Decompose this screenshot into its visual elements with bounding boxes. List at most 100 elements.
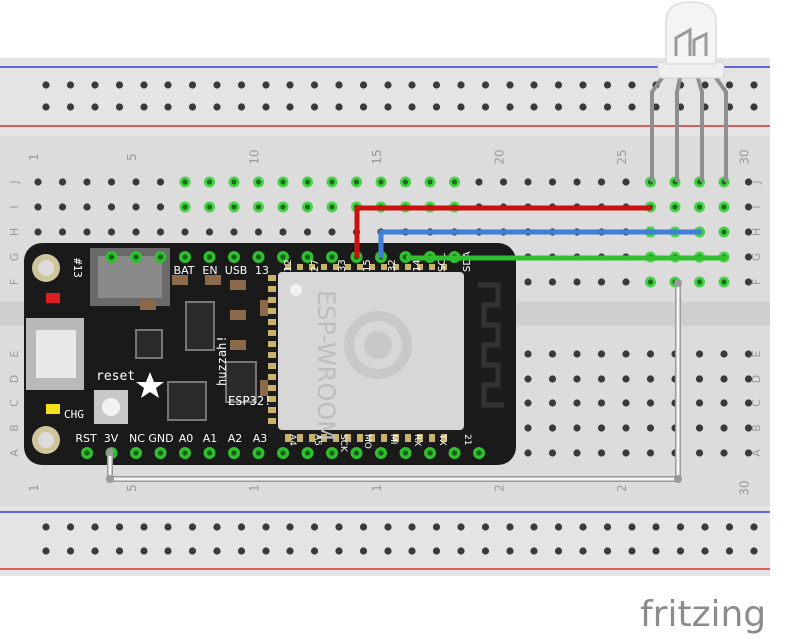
hole	[524, 399, 532, 407]
rail-hole	[408, 547, 416, 555]
hole	[524, 278, 532, 286]
rail-hole	[750, 547, 758, 555]
hole	[132, 228, 140, 236]
red-wire	[354, 205, 652, 258]
hole	[744, 350, 753, 358]
module-pad	[393, 264, 399, 270]
hole	[230, 228, 238, 236]
wires	[106, 205, 726, 483]
red-led-13	[46, 293, 60, 303]
rail-hole	[750, 81, 758, 89]
hole	[695, 375, 704, 383]
hole	[646, 350, 655, 358]
hole	[573, 350, 581, 358]
module-pad	[268, 330, 276, 336]
rail-hole	[164, 81, 172, 89]
module-pad	[268, 297, 276, 303]
hole	[156, 203, 165, 211]
hole	[695, 399, 704, 407]
hole	[597, 350, 606, 358]
bottom-pin-label: A1	[203, 432, 218, 445]
rail-hole	[91, 103, 99, 111]
top-pin-label: 13	[255, 264, 269, 277]
rail-hole	[237, 547, 246, 555]
rail-hole	[42, 547, 50, 555]
top-pin-label: USB	[225, 264, 248, 277]
column-number: 10	[248, 149, 262, 164]
row-letter: I	[8, 205, 21, 208]
module-pad	[429, 264, 435, 270]
rail-hole	[603, 547, 612, 555]
rail-hole	[701, 81, 709, 89]
row-letter: J	[750, 180, 763, 184]
rail-hole	[237, 103, 246, 111]
module-pad	[297, 264, 303, 270]
module-pad	[268, 352, 276, 358]
rail-hole	[579, 103, 587, 111]
hole	[744, 228, 753, 236]
rail-hole	[115, 81, 124, 89]
hole	[573, 375, 581, 383]
rail-hole	[335, 103, 343, 111]
hole	[695, 350, 704, 358]
rail-hole	[725, 547, 734, 555]
chg-label: CHG	[64, 408, 84, 421]
rail-hole	[628, 81, 636, 89]
rail-hole	[457, 81, 465, 89]
blue-wire	[378, 229, 702, 258]
hole	[720, 424, 728, 432]
rail-hole	[262, 523, 270, 531]
hole	[548, 375, 557, 383]
hole	[83, 228, 91, 236]
column-number-bottom: 5	[125, 484, 139, 492]
reset-label: reset	[96, 369, 135, 384]
rail-hole	[42, 81, 50, 89]
white-wire-core	[108, 283, 680, 481]
module-pad	[285, 264, 291, 270]
module-pad	[345, 434, 351, 442]
rail-hole	[188, 81, 197, 89]
row-letter: J	[8, 180, 21, 184]
hole	[475, 178, 483, 186]
rail-hole	[140, 523, 148, 531]
hole	[597, 375, 606, 383]
rail-hole	[384, 103, 392, 111]
top-pin-label: 14	[412, 259, 423, 272]
hole	[573, 424, 581, 432]
row-letter: F	[8, 279, 21, 285]
rail-hole	[359, 523, 368, 531]
rail-hole	[310, 547, 319, 555]
pin13-label: #13	[71, 258, 84, 278]
hole	[548, 178, 557, 186]
hole	[107, 203, 116, 211]
hole	[646, 424, 655, 432]
rail-hole	[408, 523, 416, 531]
hole	[107, 228, 116, 236]
rail-hole	[530, 547, 538, 555]
column-number-bottom: 30	[738, 480, 752, 495]
hole	[646, 449, 655, 457]
bottom-pin-label: 3V	[104, 432, 119, 445]
row-letter: B	[750, 424, 763, 432]
rail-hole	[530, 523, 538, 531]
hole	[573, 399, 581, 407]
led-lead-2	[675, 77, 682, 182]
row-letter: C	[8, 399, 21, 407]
hole	[744, 375, 753, 383]
rail-hole	[66, 103, 75, 111]
hole	[58, 178, 67, 186]
rail-hole	[457, 103, 465, 111]
rail-hole	[140, 103, 148, 111]
rail-hole	[432, 103, 441, 111]
rail-hole	[164, 103, 172, 111]
hole	[720, 375, 728, 383]
hole	[181, 228, 189, 236]
feather-board: ESP-WROOM reset CHG #13 huzzah! ESP32! B…	[24, 243, 516, 465]
rail-hole	[335, 547, 343, 555]
rail-hole	[140, 81, 148, 89]
hole	[83, 178, 91, 186]
hole	[132, 203, 140, 211]
bottom-pin-label: A5	[312, 434, 322, 446]
bottom-pin-label: A4	[287, 434, 297, 446]
row-letter: G	[750, 253, 763, 262]
